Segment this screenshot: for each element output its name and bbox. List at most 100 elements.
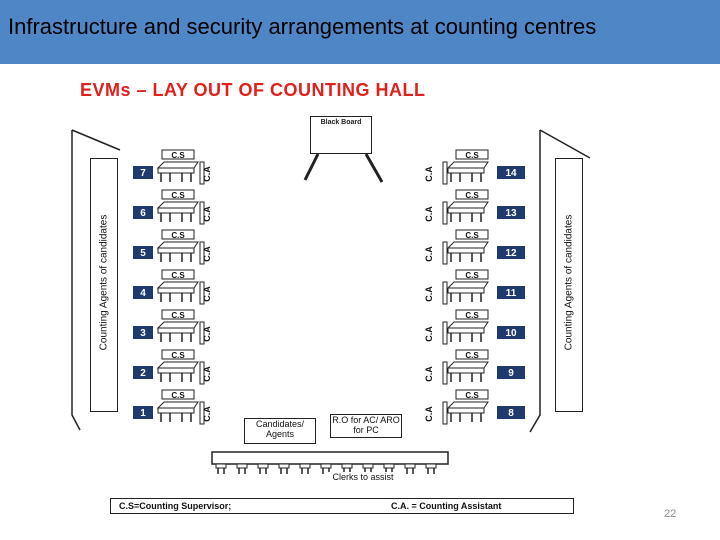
cs-label-box [161,269,195,280]
cs-label-box [161,389,195,400]
clerk-chair [404,463,416,469]
cs-label: C.S [465,391,479,400]
table-top [446,321,489,329]
ca-label: C.A [202,326,212,342]
cs-label-box [455,149,489,160]
table-group-left: C.SC.A3 [133,309,212,345]
right-agents-panel: Counting Agents of candidates [555,158,583,412]
candidates-box: Candidates/ Agents [244,418,316,444]
right-wall-top [539,129,591,159]
table-number-box [133,206,153,219]
table-number-box [497,246,525,259]
table-group-left: C.SC.A4 [133,269,212,305]
table-top [156,361,199,369]
table-top [156,281,199,289]
cs-label: C.S [171,391,185,400]
table-apron [447,207,485,214]
table-top [446,281,489,289]
cs-label-box [161,229,195,240]
chair [442,321,448,345]
legend-ca: C.A. = Counting Assistant [391,501,502,511]
table-number: 11 [506,288,517,299]
table-number: 2 [140,368,146,379]
table-top [446,241,489,249]
chair [442,241,448,265]
table-top [446,161,489,169]
table-number-box [497,406,525,419]
clerk-chair [383,463,395,469]
table-apron [157,327,195,334]
table-apron [447,247,485,254]
table-top [156,321,199,329]
chair [442,281,448,305]
table-apron [447,287,485,294]
table-top [446,201,489,209]
cs-label-box [455,349,489,360]
table-number: 5 [140,248,146,259]
table-number: 9 [508,368,514,379]
cs-label: C.S [171,151,185,160]
legend-cs: C.S=Counting Supervisor; [119,501,232,511]
table-number: 4 [140,288,146,299]
table-number-box [133,406,153,419]
table-apron [157,167,195,174]
cs-label-box [455,229,489,240]
chair [442,161,448,185]
clerk-chair [215,463,227,469]
slide-title: Infrastructure and security arrangements… [8,14,597,39]
right-wall [529,130,541,433]
cs-label-box [455,309,489,320]
cs-label: C.S [171,191,185,200]
table-number: 10 [505,328,517,339]
blackboard-label: Black Board [320,119,362,126]
table-group-left: C.SC.A7 [133,149,212,185]
table-apron [447,367,485,374]
cs-label: C.S [171,231,185,240]
chair [442,401,448,425]
cs-label-box [455,269,489,280]
table-top [446,361,489,369]
cs-label: C.S [465,151,479,160]
clerk-chair [299,463,311,469]
blackboard: Black Board [310,116,372,154]
table-number-box [133,286,153,299]
table-apron [447,167,485,174]
cs-label-box [161,149,195,160]
table-number: 12 [505,248,517,259]
ca-label: C.A [424,366,434,382]
ca-label: C.A [202,246,212,262]
table-top [156,201,199,209]
table-number: 3 [140,328,146,339]
table-number-box [133,166,153,179]
ro-box: R.O for AC/ ARO for PC [330,414,402,438]
ca-label: C.A [424,166,434,182]
clerk-chair [278,463,290,469]
table-number-box [497,366,525,379]
chair [442,361,448,385]
blackboard-leg-left [303,153,320,181]
chair [199,321,205,345]
ca-label: C.A [202,406,212,422]
chair [199,241,205,265]
blackboard-leg-right [364,153,384,183]
chair [442,201,448,225]
chair [199,161,205,185]
ca-label: C.A [202,366,212,382]
table-number: 13 [505,208,517,219]
cs-label-box [161,189,195,200]
cs-label: C.S [465,351,479,360]
ca-label: C.A [424,406,434,422]
table-apron [157,287,195,294]
cs-label-box [161,309,195,320]
chair [199,361,205,385]
ca-label: C.A [424,286,434,302]
cs-label-box [455,189,489,200]
table-apron [447,407,485,414]
table-number-box [497,286,525,299]
